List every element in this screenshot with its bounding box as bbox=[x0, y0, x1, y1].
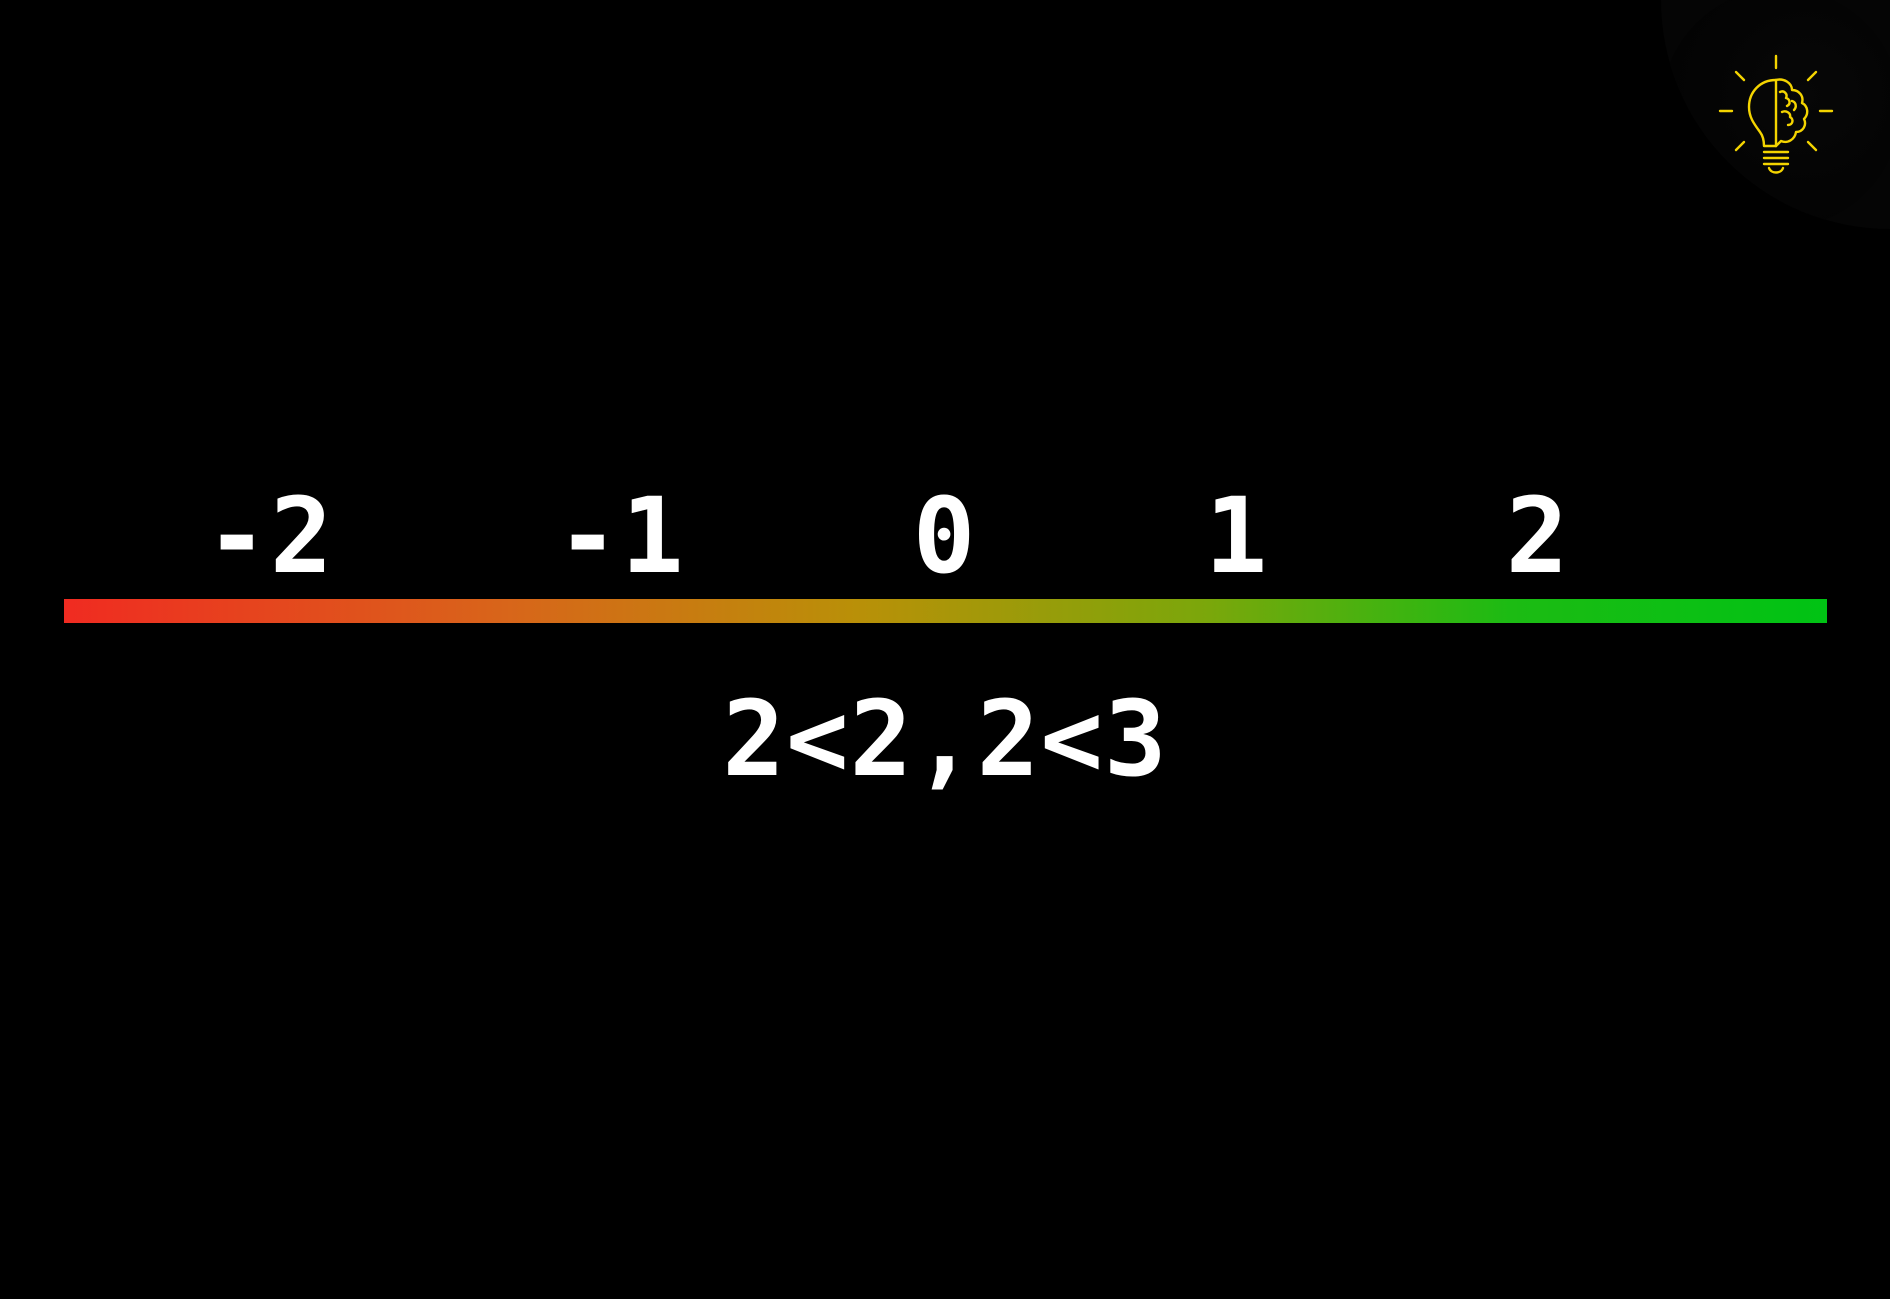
inequality-expression: 2<2,2<3 bbox=[722, 678, 1168, 800]
tick-label-minus-2: -2 bbox=[205, 475, 335, 597]
tick-label-0: 0 bbox=[912, 475, 978, 597]
number-line-bar bbox=[64, 599, 1827, 623]
tick-label-minus-1: -1 bbox=[556, 475, 686, 597]
lightbulb-brain-icon bbox=[1718, 54, 1834, 174]
tick-label-2: 2 bbox=[1505, 475, 1571, 597]
tick-label-1: 1 bbox=[1204, 475, 1270, 597]
